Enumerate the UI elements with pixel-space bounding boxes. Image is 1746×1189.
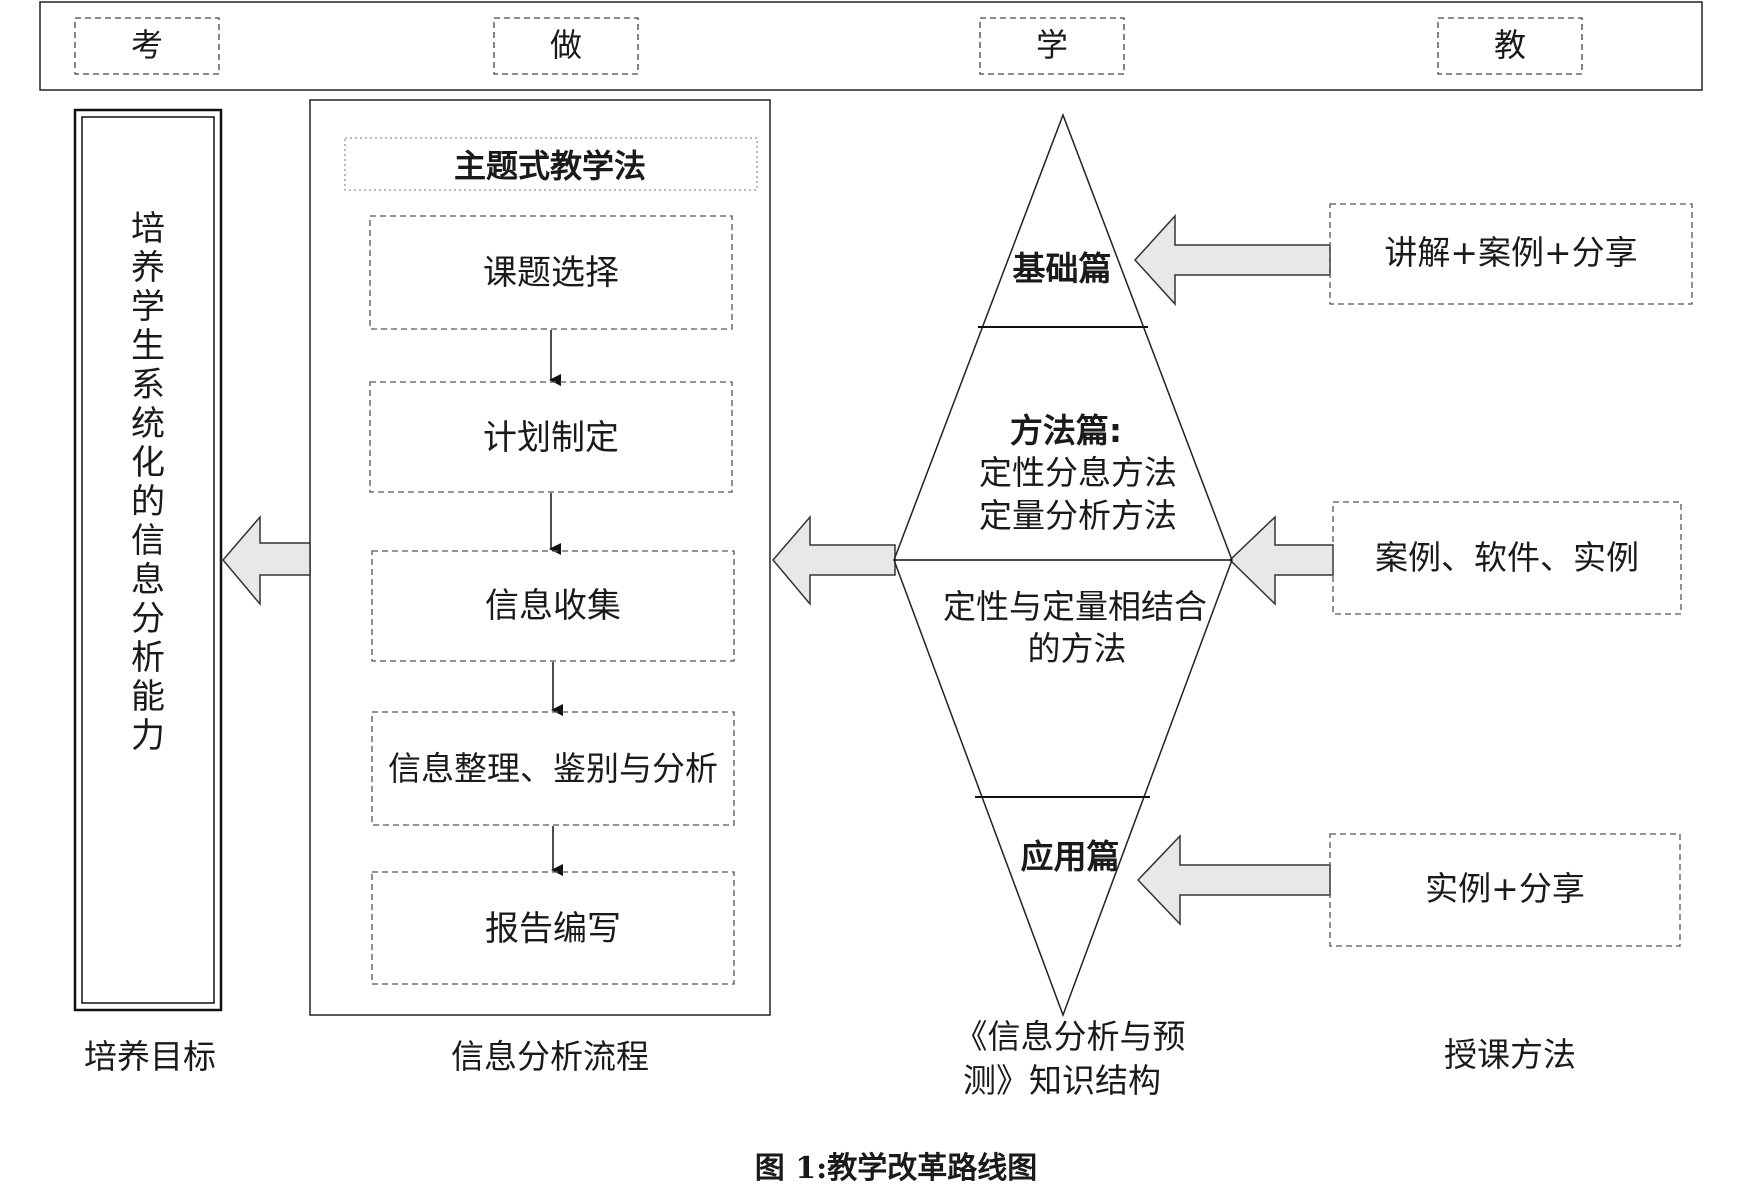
knowledge-method-line2: 定量分析方法 (979, 496, 1177, 535)
header-box-xue: 学 (979, 17, 1125, 75)
knowledge-combined-line1: 定性与定量相结合 (943, 587, 1207, 626)
teaching-method-label: 实例+分享 (1425, 869, 1585, 908)
header-label-zuo: 做 (550, 26, 582, 64)
header-box-zuo: 做 (493, 17, 639, 75)
knowledge-application: 应用篇 (1021, 837, 1120, 876)
goal-box: 培养学生系统化的信息分析能力 (73, 108, 223, 1012)
process-title: 主题式教学法 (454, 147, 646, 185)
figure-caption: 图 1:教学改革路线图 (755, 1151, 1037, 1186)
process-step-1: 课题选择 (369, 215, 733, 330)
knowledge-combined-line2: 的方法 (1028, 629, 1127, 668)
process-panel (309, 99, 771, 1016)
header-box-kao: 考 (74, 17, 220, 75)
header-label-jiao: 教 (1494, 26, 1526, 64)
process-step-label: 信息整理、鉴别与分析 (388, 749, 718, 788)
teaching-caption: 授课方法 (1444, 1035, 1576, 1074)
knowledge-basic: 基础篇 (1013, 249, 1112, 288)
teaching-method-label: 案例、软件、实例 (1375, 538, 1639, 577)
teaching-method-box-2: 案例、软件、实例 (1332, 501, 1682, 615)
knowledge-method-title: 方法篇: (1010, 411, 1122, 450)
header-label-xue: 学 (1036, 26, 1068, 64)
header-bar (39, 1, 1703, 91)
process-step-2: 计划制定 (369, 381, 733, 493)
arrow-teaching-to-method (1228, 515, 1334, 606)
arrow-teaching-to-basic (1133, 214, 1331, 306)
process-step-4: 信息整理、鉴别与分析 (371, 711, 735, 826)
goal-caption: 培养目标 (84, 1037, 216, 1076)
goal-vertical-text: 培养学生系统化的信息分析能力 (131, 209, 165, 756)
arrow-knowledge-to-process (772, 514, 896, 607)
header-label-kao: 考 (131, 26, 163, 64)
process-step-label: 信息收集 (485, 586, 621, 626)
knowledge-diamond (893, 112, 1233, 1018)
header-box-jiao: 教 (1437, 17, 1583, 75)
process-step-label: 课题选择 (483, 253, 619, 293)
process-step-label: 报告编写 (485, 909, 621, 949)
teaching-method-box-3: 实例+分享 (1329, 833, 1681, 947)
process-caption: 信息分析流程 (451, 1037, 649, 1076)
knowledge-caption-line1: 《信息分析与预 (955, 1017, 1186, 1056)
process-title-box: 主题式教学法 (344, 137, 758, 191)
arrow-teaching-to-application (1136, 834, 1331, 926)
process-step-3: 信息收集 (371, 550, 735, 662)
knowledge-caption-line2: 测》知识结构 (963, 1061, 1161, 1100)
arrow-process-to-goal (222, 514, 311, 607)
process-step-label: 计划制定 (483, 418, 619, 458)
knowledge-method-line1: 定性分息方法 (979, 453, 1177, 492)
teaching-method-box-1: 讲解+案例+分享 (1329, 203, 1693, 305)
teaching-method-label: 讲解+案例+分享 (1384, 233, 1637, 272)
process-step-5: 报告编写 (371, 871, 735, 985)
